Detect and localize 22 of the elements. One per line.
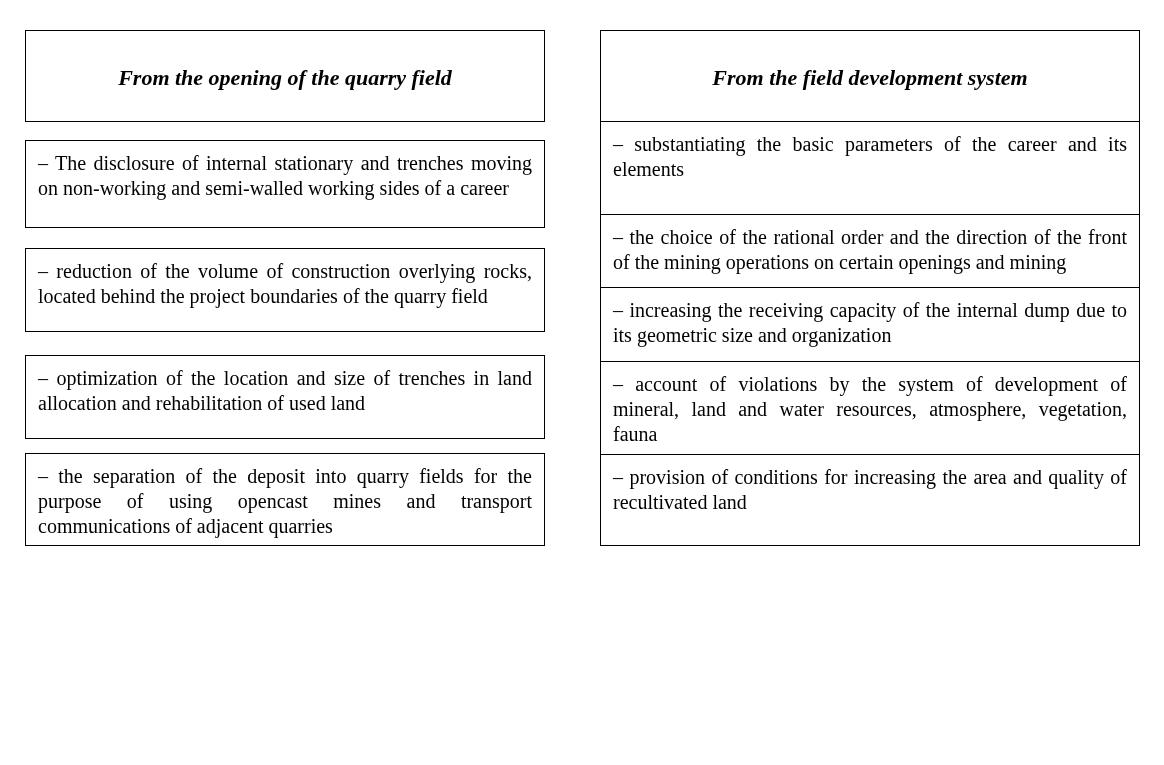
text-box bbox=[600, 288, 1140, 362]
item-text: – the choice of the rational order and the direction of the front of the mining operations on certain openings and mining bbox=[613, 225, 1127, 275]
item-text: – The disclosure of internal stationary and trenches moving on non-working and semi-walled working sides of a career bbox=[38, 151, 532, 201]
header-box bbox=[600, 30, 1140, 122]
text-box bbox=[600, 215, 1140, 288]
item-text: – reduction of the volume of construction overlying rocks, located behind the project boundaries of the quarry field bbox=[38, 259, 532, 309]
item-text: – substantiating the basic parameters of the career and its elements bbox=[613, 132, 1127, 182]
text-box bbox=[25, 140, 545, 228]
item-text: – optimization of the location and size of trenches in land allocation and rehabilitation of used land bbox=[38, 366, 532, 416]
text-box bbox=[600, 455, 1140, 546]
text-box bbox=[25, 453, 545, 546]
column-heading: From the field development system bbox=[711, 64, 1029, 90]
header-box bbox=[25, 30, 545, 122]
item-text: – account of violations by the system of development of mineral, land and water resources, atmosphere, vegetation, fauna bbox=[613, 372, 1127, 447]
text-box bbox=[600, 362, 1140, 455]
item-text: – provision of conditions for increasing the area and quality of recultivated land bbox=[613, 465, 1127, 515]
item-text: – increasing the receiving capacity of the internal dump due to its geometric size and organization bbox=[613, 298, 1127, 348]
item-text: – the separation of the deposit into quarry fields for the purpose of using opencast mines and transport communications of adjacent quarries bbox=[38, 464, 532, 539]
text-box bbox=[25, 355, 545, 439]
text-box bbox=[600, 122, 1140, 215]
text-box bbox=[25, 248, 545, 332]
column-heading: From the opening of the quarry field bbox=[117, 64, 453, 90]
